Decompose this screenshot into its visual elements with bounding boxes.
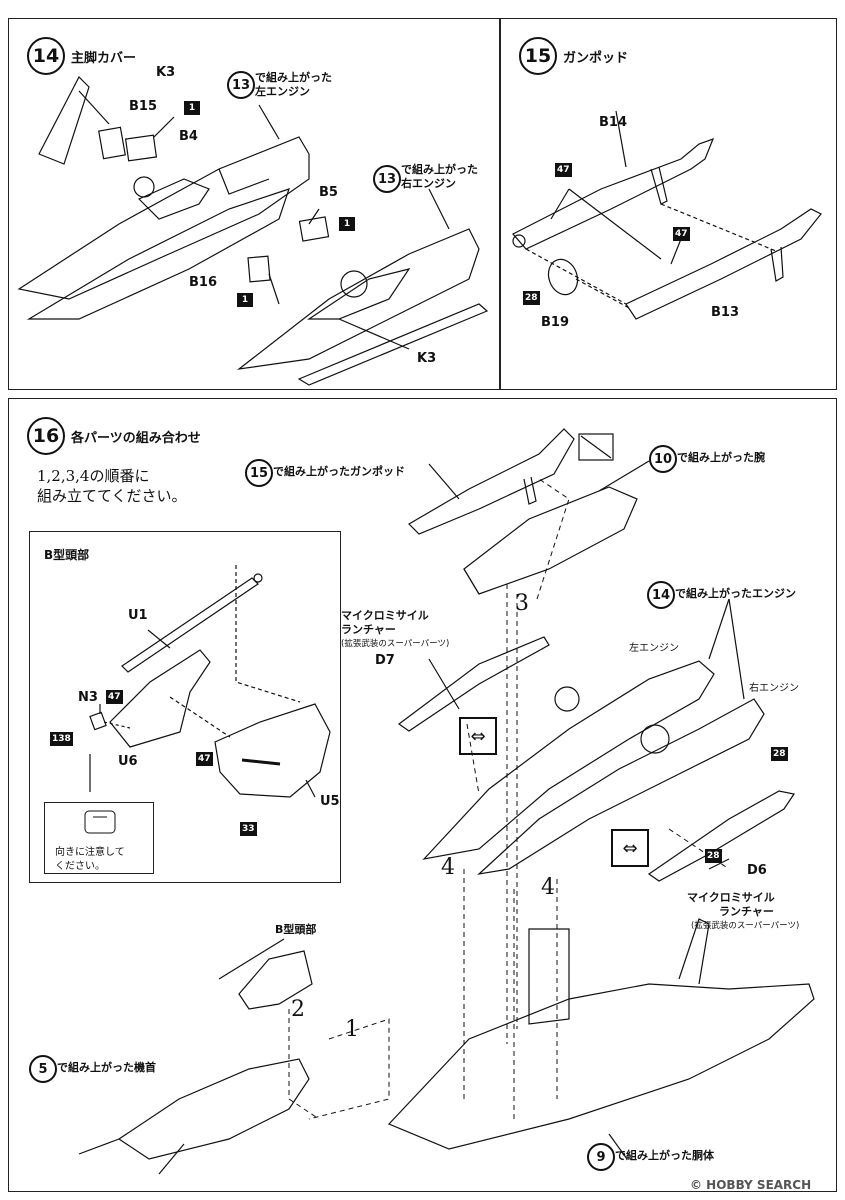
part-ref-1a: 1 bbox=[184, 101, 200, 115]
part-ref-1c: 1 bbox=[237, 293, 253, 307]
part-ref-28: 28 bbox=[523, 291, 540, 305]
step16-badge: 16 bbox=[27, 417, 65, 455]
label-k3-top: K3 bbox=[156, 65, 176, 80]
step15-badge: 15 bbox=[519, 37, 557, 75]
left-engine-label: 左エンジン bbox=[629, 643, 679, 654]
launcher-d7-sub: (拡張武装のスーパーパーツ) bbox=[341, 639, 450, 649]
launcher-d7-line2: ランチャー bbox=[341, 623, 396, 636]
order-num-3: 3 bbox=[515, 591, 529, 616]
ref13-right-line1: で組み上がった bbox=[401, 163, 478, 176]
head-label-2: B型頭部 bbox=[275, 923, 317, 936]
part-ref-head-47b: 47 bbox=[196, 752, 213, 766]
note-line2: ください。 bbox=[55, 861, 105, 872]
ref15-text: で組み上がったガンポッド bbox=[273, 465, 405, 478]
part-ref-47b: 47 bbox=[673, 227, 690, 241]
part-ref-head-47a: 47 bbox=[106, 690, 123, 704]
part-ref-28b: 28 bbox=[705, 849, 722, 863]
ref14-badge: 14 bbox=[647, 581, 675, 609]
part-ref-33: 33 bbox=[240, 822, 257, 836]
head-subpanel-drawing bbox=[89, 565, 331, 798]
launcher-d6-line2: ランチャー bbox=[719, 905, 774, 918]
step14-panel: 14 主脚カバー bbox=[8, 18, 500, 390]
step14-drawing bbox=[17, 75, 489, 386]
ref13-right-badge: 13 bbox=[373, 165, 401, 193]
label-u5: U5 bbox=[320, 794, 340, 809]
ref14-text: で組み上がったエンジン bbox=[675, 587, 796, 600]
ref5-badge: 5 bbox=[29, 1055, 57, 1083]
launcher-d7-line1: マイクロミサイル bbox=[341, 609, 429, 622]
launcher-d6-sub: (拡張武装のスーパーパーツ) bbox=[691, 921, 800, 931]
part-ref-28a: 28 bbox=[771, 747, 788, 761]
label-u6: U6 bbox=[118, 754, 138, 769]
note-detail-drawing bbox=[84, 810, 116, 834]
label-b4: B4 bbox=[179, 129, 198, 144]
ref13-left-line2: 左エンジン bbox=[255, 85, 310, 98]
ref9-badge: 9 bbox=[587, 1143, 615, 1171]
part-ref-138: 138 bbox=[50, 732, 73, 746]
step16-drawing bbox=[78, 428, 815, 1175]
order-instruction-line1: 1,2,3,4の順番に bbox=[37, 467, 150, 485]
label-d6: D6 bbox=[747, 863, 767, 878]
label-b13: B13 bbox=[711, 305, 739, 320]
label-b16: B16 bbox=[189, 275, 217, 290]
order-num-4b: 4 bbox=[541, 875, 555, 900]
order-num-1: 1 bbox=[345, 1017, 359, 1042]
label-b5: B5 bbox=[319, 185, 338, 200]
note-line1: 向きに注意して bbox=[55, 847, 125, 858]
step16-title: 各パーツの組み合わせ bbox=[71, 431, 201, 446]
part-ref-47a: 47 bbox=[555, 163, 572, 177]
ref13-left-badge: 13 bbox=[227, 71, 255, 99]
orientation-note-box: 向きに注意して ください。 bbox=[44, 802, 154, 874]
head-subpanel-title: B型頭部 bbox=[44, 548, 90, 562]
step16-panel: 16 各パーツの組み合わせ 1,2,3,4の順番に 組み立ててください。 B型頭… bbox=[8, 398, 837, 1192]
ref13-right-line2: 右エンジン bbox=[401, 177, 456, 190]
head-subpanel: B型頭部 U1 bbox=[29, 531, 341, 883]
step15-drawing bbox=[512, 110, 822, 320]
ref10-badge: 10 bbox=[649, 445, 677, 473]
watermark: © HOBBY SEARCH bbox=[690, 1178, 812, 1192]
ref5-text: で組み上がった機首 bbox=[57, 1061, 156, 1074]
label-b15: B15 bbox=[129, 99, 157, 114]
order-num-2: 2 bbox=[291, 997, 305, 1022]
part-ref-1b: 1 bbox=[339, 217, 355, 231]
ref10-text: で組み上がった腕 bbox=[677, 451, 765, 464]
direction-icon-right: ⇔ bbox=[611, 829, 649, 867]
direction-icon-left: ⇔ bbox=[459, 717, 497, 755]
order-instruction-line2: 組み立ててください。 bbox=[37, 487, 187, 505]
step14-badge: 14 bbox=[27, 37, 65, 75]
label-b19: B19 bbox=[541, 315, 569, 330]
right-engine-label: 右エンジン bbox=[749, 683, 799, 694]
step14-title: 主脚カバー bbox=[71, 51, 137, 66]
label-u1: U1 bbox=[128, 608, 148, 623]
label-b14: B14 bbox=[599, 115, 627, 130]
launcher-d6-line1: マイクロミサイル bbox=[687, 891, 775, 904]
step15-title: ガンポッド bbox=[563, 51, 629, 66]
label-d7: D7 bbox=[375, 653, 395, 668]
ref9-text: で組み上がった胴体 bbox=[615, 1149, 714, 1162]
order-num-4a: 4 bbox=[441, 855, 455, 880]
label-k3-bottom: K3 bbox=[417, 351, 437, 366]
ref15-badge: 15 bbox=[245, 459, 273, 487]
step15-panel: 15 ガンポッド B14 47 47 28 B19 B13 bbox=[500, 18, 837, 390]
label-n3: N3 bbox=[78, 690, 98, 705]
ref13-left-line1: で組み上がった bbox=[255, 71, 332, 84]
